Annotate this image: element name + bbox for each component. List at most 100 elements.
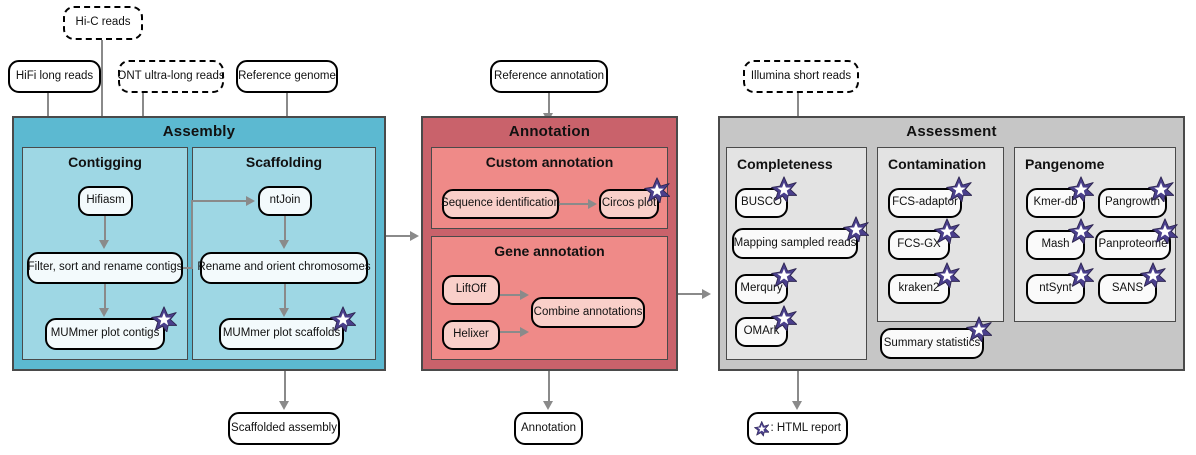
arrowhead-hifiasm-filter (99, 240, 109, 249)
node-label: Combine annotations (533, 305, 643, 318)
node-ntjoin[interactable]: ntJoin (258, 186, 312, 216)
node-mummer-plot-scaffolds[interactable]: MUMmer plot scaffolds (219, 318, 344, 350)
node-helixer[interactable]: Helixer (442, 320, 500, 350)
node-busco[interactable]: BUSCO (735, 188, 788, 218)
node-rename-orient-chromosomes[interactable]: Rename and orient chromosomes (197, 252, 371, 284)
arrowhead-assembly-annotation (410, 231, 419, 241)
node-label: Summary statistics (883, 336, 981, 349)
node-circos-plot[interactable]: Circos plot (599, 189, 659, 219)
connector-refann-to-annotation (548, 93, 550, 116)
node-filter-sort-rename-contigs[interactable]: Filter, sort and rename contigs (27, 252, 183, 284)
node-kmer-db[interactable]: Kmer-db (1026, 188, 1085, 218)
connector-filter-to-ntjoin-h1 (183, 267, 193, 269)
legend-html-report[interactable]: : HTML report (747, 412, 848, 445)
input-node-reference-annotation[interactable]: Reference annotation (490, 60, 608, 93)
node-mapping-sampled-reads[interactable]: Mapping sampled reads (732, 228, 858, 259)
subpanel-contamination-title: Contamination (888, 156, 986, 172)
node-fcs-adaptor[interactable]: FCS-adaptor (888, 188, 962, 218)
input-node-ont-ultra-long-reads[interactable]: ONT ultra-long reads (117, 60, 225, 93)
node-label: Circos plot (601, 197, 657, 210)
node-panproteome[interactable]: Panproteome (1095, 230, 1171, 260)
input-label: Reference genome (238, 69, 336, 82)
node-ntsynt[interactable]: ntSynt (1026, 274, 1085, 304)
output-label: Scaffolded assembly (231, 421, 337, 434)
output-node-scaffolded-assembly[interactable]: Scaffolded assembly (228, 412, 340, 445)
input-node-reference-genome[interactable]: Reference genome (236, 60, 338, 93)
panel-annotation-title: Annotation (508, 123, 591, 140)
node-fcs-gx[interactable]: FCS-GX (888, 230, 950, 260)
node-label: BUSCO (741, 196, 782, 209)
arrowhead-rename-mummer (279, 308, 289, 317)
node-label: Helixer (453, 328, 489, 341)
node-mash[interactable]: Mash (1026, 230, 1085, 260)
connector-filter-to-mummer-contigs (104, 284, 106, 309)
input-label: ONT ultra-long reads (117, 69, 225, 82)
connector-helixer-to-combine (500, 331, 522, 333)
node-label: SANS (1111, 282, 1144, 295)
node-label: Kmer-db (1033, 196, 1078, 209)
node-sequence-identification[interactable]: Sequence identification (441, 189, 560, 219)
node-merqury[interactable]: Merqury (735, 274, 788, 304)
connector-assessment-to-html-report (797, 371, 799, 403)
arrowhead-filter-mummer (99, 308, 109, 317)
panel-assembly-title: Assembly (162, 123, 236, 140)
node-label: FCS-adaptor (892, 196, 958, 209)
connector-rename-to-mummer-scaffolds (284, 284, 286, 309)
node-omark[interactable]: OMArk (735, 317, 788, 347)
arrowhead-circos (588, 199, 597, 209)
output-node-annotation[interactable]: Annotation (514, 412, 583, 445)
input-node-illumina-short-reads[interactable]: Illumina short reads (743, 60, 859, 93)
arrowhead-annotation-assessment (702, 289, 711, 299)
node-label: Rename and orient chromosomes (197, 261, 371, 274)
node-label: Mash (1041, 238, 1070, 251)
input-label: Hi-C reads (75, 16, 131, 29)
arrowhead-scaffolded-assembly (279, 401, 289, 410)
subpanel-gene-annotation-title: Gene annotation (494, 243, 605, 259)
node-label: OMArk (743, 325, 780, 338)
connector-annotation-to-output (548, 371, 550, 403)
subpanel-scaffolding-title: Scaffolding (245, 154, 323, 170)
node-label: Pangrowth (1105, 196, 1160, 209)
connector-hic-to-assembly (101, 40, 103, 145)
node-label: MUMmer plot contigs (50, 327, 160, 340)
connector-seqid-to-circos (559, 203, 590, 205)
arrowhead-ntjoin-rename (279, 240, 289, 249)
input-label: Illumina short reads (750, 69, 852, 82)
arrowhead-liftoff-combine (520, 290, 529, 300)
connector-hifiasm-to-filter (104, 216, 106, 241)
node-summary-statistics[interactable]: Summary statistics (880, 328, 984, 359)
subpanel-contigging-title: Contigging (68, 154, 142, 170)
input-label: Reference annotation (494, 69, 604, 82)
input-node-hi-c-reads[interactable]: Hi-C reads (63, 6, 143, 40)
connector-filter-to-ntjoin-v (191, 200, 193, 268)
connector-assembly-to-annotation (386, 235, 412, 237)
node-pangrowth[interactable]: Pangrowth (1098, 188, 1167, 218)
arrowhead-ntjoin (246, 196, 255, 206)
node-label: Sequence identification (441, 197, 560, 210)
connector-annotation-to-assessment (678, 293, 704, 295)
node-label: ntJoin (269, 194, 301, 207)
arrowhead-annotation-output (543, 401, 553, 410)
node-sans[interactable]: SANS (1098, 274, 1157, 304)
node-kraken2[interactable]: kraken2 (888, 274, 950, 304)
input-node-hifi-long-reads[interactable]: HiFi long reads (8, 60, 101, 93)
arrowhead-helixer-combine (520, 327, 529, 337)
connector-liftoff-to-combine (500, 294, 522, 296)
node-label: FCS-GX (897, 238, 941, 251)
node-mummer-plot-contigs[interactable]: MUMmer plot contigs (45, 318, 165, 350)
panel-assessment-title: Assessment (906, 123, 997, 140)
node-liftoff[interactable]: LiftOff (442, 275, 500, 305)
node-label: Merqury (740, 282, 783, 295)
connector-filter-to-ntjoin-h2 (191, 200, 247, 202)
subpanel-custom-annotation-title: Custom annotation (485, 154, 614, 170)
node-label: Panproteome (1098, 238, 1168, 251)
subpanel-completeness-title: Completeness (737, 156, 833, 172)
node-label: Filter, sort and rename contigs (27, 261, 183, 274)
legend-label: : HTML report (770, 421, 841, 434)
node-label: MUMmer plot scaffolds (222, 327, 341, 340)
output-label: Annotation (521, 421, 576, 434)
node-combine-annotations[interactable]: Combine annotations (531, 297, 645, 328)
node-hifiasm[interactable]: Hifiasm (78, 186, 133, 216)
connector-ntjoin-to-rename (284, 216, 286, 241)
